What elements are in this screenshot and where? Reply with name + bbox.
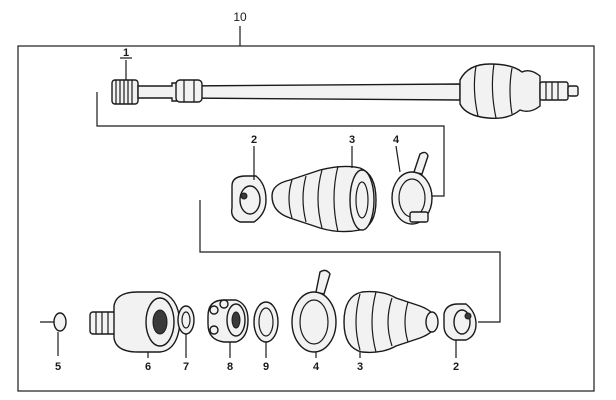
callout-1: 1	[123, 47, 129, 59]
callout-3-bottom: 3	[357, 361, 363, 373]
callout-3-top: 3	[349, 134, 355, 146]
boot-clamp-upper	[391, 151, 433, 225]
callout-8: 8	[227, 361, 233, 373]
callout-2-bottom: 2	[453, 361, 459, 373]
boot-upper	[271, 165, 377, 233]
boot-lower	[343, 290, 439, 354]
callout-5: 5	[55, 361, 61, 373]
bearing-cage	[207, 299, 249, 343]
callout-assembly-10: 10	[233, 10, 247, 24]
boot-clamp-lower	[291, 269, 337, 353]
circlip	[177, 305, 195, 335]
callout-6: 6	[145, 361, 151, 373]
drive-shaft-assembly	[111, 63, 579, 120]
callout-7: 7	[183, 361, 189, 373]
callout-2-top: 2	[251, 134, 257, 146]
retaining-ring	[253, 301, 279, 343]
outer-joint-housing	[89, 291, 181, 353]
callout-4-top: 4	[393, 134, 400, 146]
boot-clip-lower	[443, 303, 477, 341]
boot-clip-upper	[230, 175, 267, 223]
callout-9: 9	[263, 361, 269, 373]
callout-4-bottom: 4	[313, 361, 320, 373]
snap-ring	[53, 312, 67, 332]
assembly-frame	[17, 26, 595, 392]
